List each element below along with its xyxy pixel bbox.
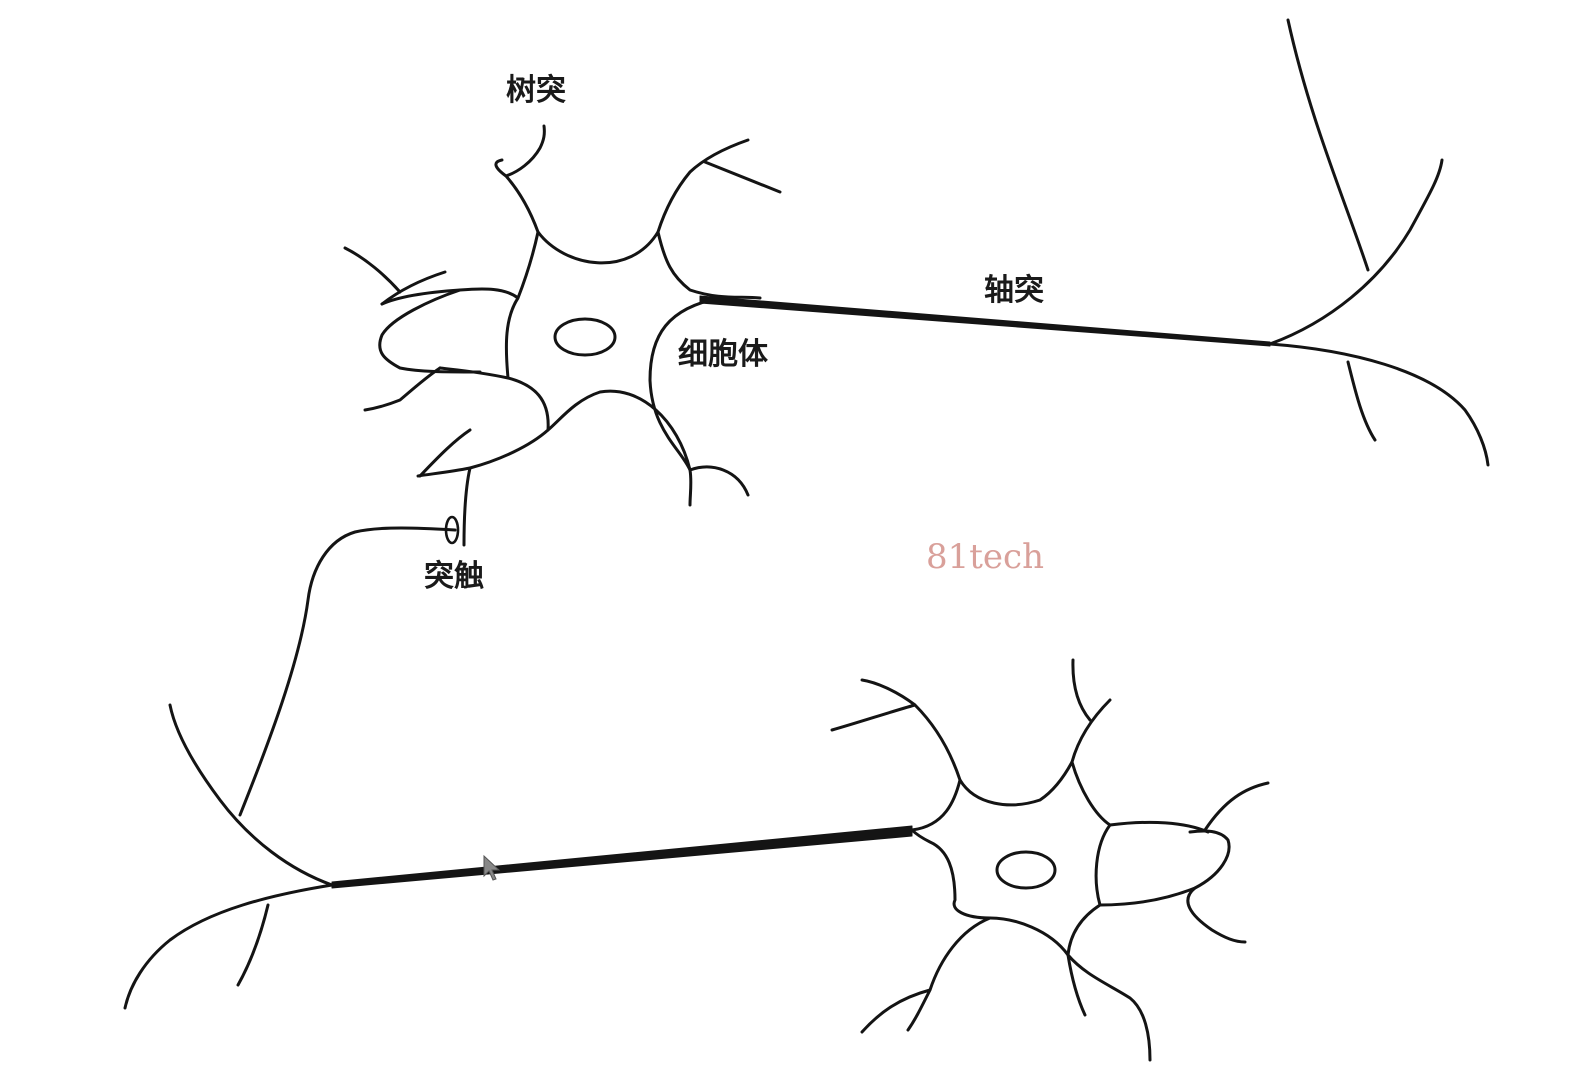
lower-dendrite-top-left [830,678,962,782]
label-synapse: 突触 [424,559,484,594]
upper-axon-terminal-branch-down [1268,342,1490,467]
synapse-knob [444,515,460,545]
lower-neuron [123,658,1270,1062]
lower-axon-terminal-lower [123,883,334,1010]
upper-nucleus [553,317,617,357]
upper-neuron [238,18,1490,817]
lower-dendrite-right-upper [1108,781,1270,834]
mouse-pointer-icon [483,854,501,881]
upper-dendrite-top-left [494,124,546,234]
upper-axon-terminal-branch-up [1268,18,1444,346]
lower-axon [331,825,913,889]
lower-dendrite-bottom [860,916,992,1034]
lower-dendrite-bottom-right [1066,953,1152,1062]
lower-nucleus [995,850,1057,890]
lower-axon-terminal-upper [168,703,334,887]
upper-dendrite-left-2 [378,288,482,374]
upper-dendrite-left-3 [363,366,442,412]
upper-axon [699,295,1271,347]
lower-soma-outline [910,760,1112,957]
upper-dendrite-top-right [656,138,782,234]
label-cell-body: 细胞体 [678,337,768,372]
upper-dendrite-left-4 [418,428,472,478]
lower-dendrite-top-right [1070,658,1112,764]
lower-dendrite-right-middle [1098,829,1231,907]
upper-dendrite-bottom-right [688,465,750,497]
upper-dendrite-left-1 [343,246,447,306]
synapse-knob-line [238,466,472,817]
watermark-81tech: 81tech [926,537,1044,577]
label-dendrite: 树突 [506,73,566,108]
lower-dendrite-right-lower [1186,886,1247,944]
label-axon: 轴突 [984,273,1044,308]
